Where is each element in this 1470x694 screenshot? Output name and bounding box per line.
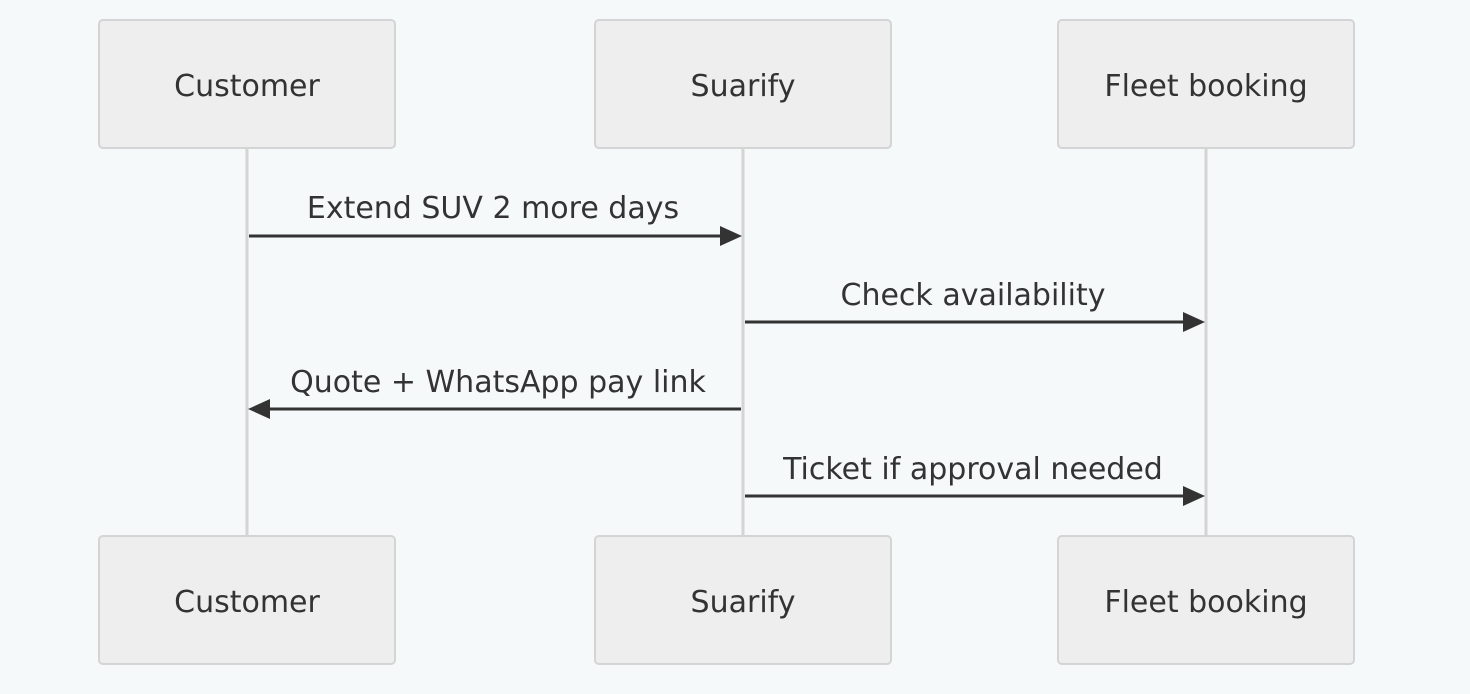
arrowhead-icon: [1183, 486, 1205, 506]
actors-bottom: Customer Suarify Fleet booking: [98, 535, 1355, 665]
actor-label: Suarify: [691, 585, 796, 620]
arrowhead-icon: [248, 399, 270, 419]
actor-label: Fleet booking: [1104, 585, 1307, 620]
actor-box: [1057, 535, 1355, 665]
actor-box: [1057, 19, 1355, 149]
actor-fleet-booking-bottom: Fleet booking: [1057, 535, 1355, 665]
message-3: Quote + WhatsApp pay link: [248, 365, 741, 419]
actor-box: [98, 19, 396, 149]
actor-customer-bottom: Customer: [98, 535, 396, 665]
message-4: Ticket if approval needed: [745, 452, 1205, 506]
actor-fleet-booking-top: Fleet booking: [1057, 19, 1355, 149]
arrowhead-icon: [720, 226, 742, 246]
actor-suarify-top: Suarify: [594, 19, 892, 149]
message-label: Quote + WhatsApp pay link: [290, 365, 706, 400]
message-label: Extend SUV 2 more days: [307, 191, 679, 226]
actor-label: Customer: [174, 69, 320, 104]
actor-customer-top: Customer: [98, 19, 396, 149]
actor-box: [594, 19, 892, 149]
actor-label: Customer: [174, 585, 320, 620]
message-label: Check availability: [841, 278, 1106, 313]
actor-box: [98, 535, 396, 665]
arrowhead-icon: [1183, 312, 1205, 332]
message-1: Extend SUV 2 more days: [249, 191, 742, 246]
actors-top: Customer Suarify Fleet booking: [98, 19, 1355, 149]
actor-label: Fleet booking: [1104, 69, 1307, 104]
message-2: Check availability: [745, 278, 1205, 332]
actor-box: [594, 535, 892, 665]
lifelines: [245, 148, 1208, 536]
actor-suarify-bottom: Suarify: [594, 535, 892, 665]
message-label: Ticket if approval needed: [782, 452, 1163, 487]
actor-label: Suarify: [691, 69, 796, 104]
messages: Extend SUV 2 more days Check availabilit…: [248, 191, 1205, 506]
